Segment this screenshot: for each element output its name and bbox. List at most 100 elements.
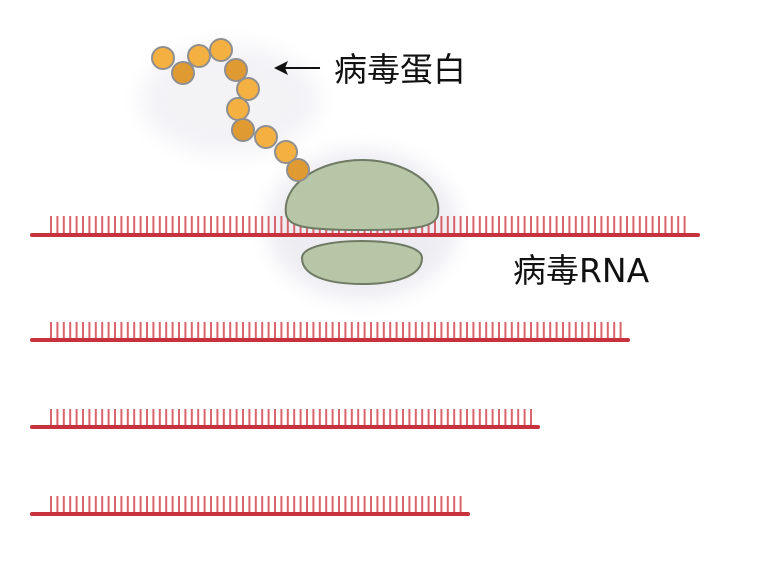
rna-base-tick (594, 322, 596, 340)
ribosome (284, 158, 440, 286)
rna-base-tick (395, 322, 398, 340)
rna-base-tick (242, 216, 244, 234)
rna-base-tick (446, 322, 449, 340)
rna-base-tick (190, 216, 193, 234)
rna-base-tick (248, 322, 251, 340)
rna-base-tick (178, 216, 180, 234)
rna-base-tick (402, 322, 404, 340)
rna-base-tick (325, 496, 328, 514)
rna-base-tick (229, 496, 232, 514)
rna-base-tick (472, 216, 475, 234)
rna-base-tick (120, 409, 123, 427)
rna-base-tick (286, 409, 289, 427)
amino-acid-bead (187, 44, 211, 68)
rna-base-tick (517, 216, 520, 234)
rna-base-tick (286, 216, 289, 234)
rna-base-tick (190, 409, 193, 427)
rna-base-tick (453, 496, 456, 514)
rna-base-tick (414, 496, 417, 514)
rna-base-tick (363, 496, 366, 514)
ribosome-small-subunit (300, 239, 424, 286)
rna-base-tick (555, 322, 558, 340)
rna-base-tick (152, 322, 155, 340)
rna-base-tick (581, 216, 584, 234)
rna-base-tick (459, 409, 462, 427)
rna-base-tick (594, 216, 596, 234)
rna-base-tick (485, 322, 488, 340)
rna-base-tick (370, 409, 372, 427)
rna-base-tick (619, 216, 622, 234)
rna-base-tick (274, 322, 276, 340)
rna-base-tick (171, 216, 174, 234)
rna-base-tick (126, 322, 129, 340)
rna-base-tick (210, 496, 212, 514)
rna-base-tick (139, 216, 142, 234)
rna-base-tick (523, 322, 526, 340)
rna-base-tick (248, 216, 251, 234)
rna-base-tick (453, 322, 456, 340)
rna-base-tick (446, 496, 449, 514)
rna-base-tick (146, 216, 148, 234)
rna-base-tick (94, 322, 97, 340)
rna-bases (50, 409, 532, 427)
rna-base-tick (363, 322, 366, 340)
rna-base-tick (94, 216, 97, 234)
rna-base-tick (139, 409, 142, 427)
rna-base-tick (581, 322, 584, 340)
rna-base-tick (504, 216, 507, 234)
rna-base-tick (389, 409, 392, 427)
rna-base-tick (267, 216, 270, 234)
rna-base-tick (376, 496, 379, 514)
rna-base-tick (178, 496, 180, 514)
rna-base-tick (261, 216, 264, 234)
rna-base-tick (504, 409, 507, 427)
rna-base-tick (165, 409, 168, 427)
rna-base-tick (427, 496, 430, 514)
rna-base-tick (434, 322, 436, 340)
rna-base-tick (165, 322, 168, 340)
amino-acid-bead (274, 140, 298, 164)
rna-base-tick (69, 216, 72, 234)
rna-base-tick (203, 496, 206, 514)
rna-base-tick (82, 322, 84, 340)
rna-base-tick (114, 496, 116, 514)
rna-base-tick (638, 216, 641, 234)
rna-base-tick (56, 409, 59, 427)
rna-base-tick (299, 409, 302, 427)
rna-base-tick (606, 216, 609, 234)
rna-base-tick (101, 216, 104, 234)
rna-base-tick (152, 496, 155, 514)
rna-bases (50, 496, 462, 514)
rna-base-tick (120, 322, 123, 340)
rna-base-tick (453, 409, 456, 427)
rna-base-tick (197, 409, 200, 427)
rna-base-tick (331, 496, 334, 514)
rna-base-tick (427, 322, 430, 340)
rna-base-tick (363, 409, 366, 427)
rna-base-tick (146, 322, 148, 340)
rna-base-tick (126, 409, 129, 427)
rna-base-tick (50, 322, 52, 340)
rna-base-tick (101, 496, 104, 514)
rna-base-tick (139, 322, 142, 340)
rna-base-tick (600, 216, 603, 234)
rna-base-tick (408, 322, 411, 340)
rna-base-tick (274, 409, 276, 427)
rna-base-tick (382, 322, 385, 340)
rna-base-tick (408, 496, 411, 514)
rna-base-tick (133, 322, 136, 340)
rna-base-tick (408, 409, 411, 427)
rna-base-tick (107, 496, 110, 514)
rna-base-tick (568, 216, 571, 234)
rna-base-tick (574, 322, 577, 340)
rna-base-tick (485, 216, 488, 234)
rna-base-tick (94, 409, 97, 427)
rna-base-tick (158, 496, 161, 514)
rna-base-tick (139, 496, 142, 514)
rna-base-tick (56, 496, 59, 514)
rna-base-tick (82, 409, 84, 427)
rna-base-tick (133, 409, 136, 427)
rna-base-tick (75, 496, 78, 514)
rna-base-tick (184, 216, 187, 234)
rna-base-tick (107, 322, 110, 340)
